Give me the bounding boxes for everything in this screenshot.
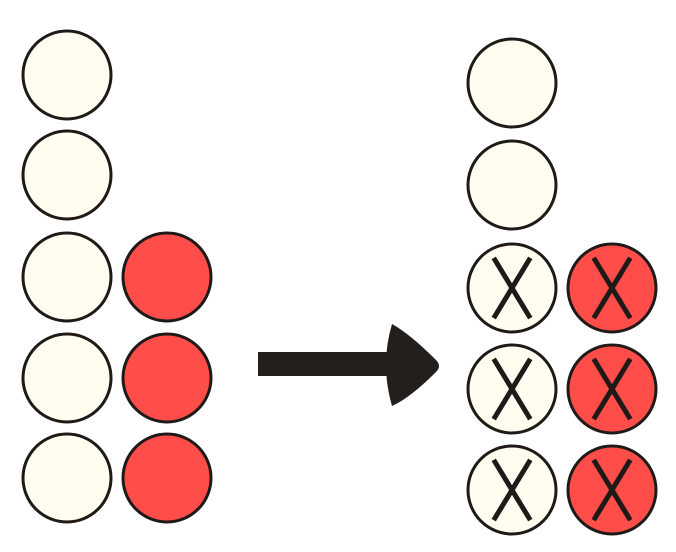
after-counters — [466, 37, 658, 536]
cross-stroke — [491, 256, 533, 320]
light-counter — [21, 432, 113, 524]
cross-stroke — [491, 458, 533, 522]
before-counters — [21, 29, 213, 524]
arrow-shaft — [258, 352, 400, 376]
red-counter — [121, 332, 213, 424]
x-mark-icon — [591, 357, 633, 421]
cross-stroke — [591, 458, 633, 522]
x-mark-icon — [491, 357, 533, 421]
light-counter — [21, 29, 113, 121]
cross-stroke — [591, 357, 633, 421]
red-counter — [121, 432, 213, 524]
light-counter — [21, 231, 113, 323]
arrow-head — [386, 324, 439, 406]
light-counter — [466, 37, 558, 129]
light-counter — [21, 332, 113, 424]
x-mark-icon — [491, 256, 533, 320]
cross-stroke — [491, 357, 533, 421]
light-counter — [466, 139, 558, 231]
right-arrow-icon — [258, 324, 439, 406]
red-counter — [121, 231, 213, 323]
x-mark-icon — [491, 458, 533, 522]
x-mark-icon — [591, 458, 633, 522]
x-mark-icon — [591, 256, 633, 320]
cross-stroke — [591, 256, 633, 320]
light-counter — [21, 129, 113, 221]
